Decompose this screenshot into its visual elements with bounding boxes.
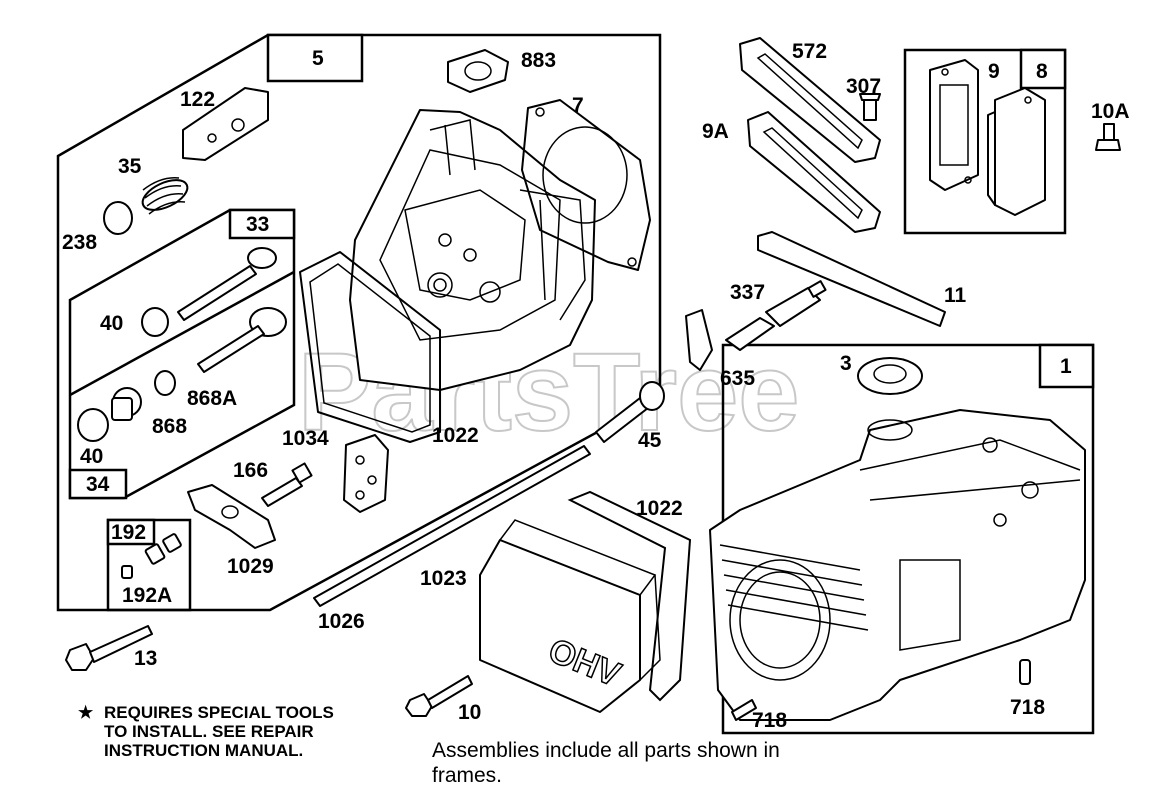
part-1023-valve-cover: OHV — [479, 519, 661, 713]
part-13-bolt — [65, 625, 153, 671]
note-line-2: TO INSTALL. SEE REPAIR — [104, 722, 314, 741]
part-45-push-rod-guide — [595, 381, 665, 443]
part-label-8: 8 — [1036, 60, 1048, 83]
part-cylinder-head — [349, 109, 596, 391]
footer-line-2: frames. — [432, 764, 502, 787]
part-718-dowel-pin-right — [1019, 659, 1031, 685]
part-label-883: 883 — [521, 49, 556, 72]
part-label-35: 35 — [118, 155, 142, 178]
part-label-868: 868 — [152, 415, 187, 438]
part-label-7: 7 — [572, 94, 584, 117]
part-label-33: 33 — [246, 213, 269, 236]
part-label-166: 166 — [233, 459, 268, 482]
part-307-screw — [859, 93, 881, 121]
part-718-dowel-pin-left — [731, 699, 757, 721]
part-1022-cover-gasket — [567, 490, 692, 702]
frame-number-box-34 — [68, 468, 128, 500]
frame-number-box-8 — [1019, 48, 1067, 90]
part-label-9: 9 — [988, 60, 1000, 83]
part-1034-guide-plate — [343, 434, 389, 513]
part-label-1029: 1029 — [227, 555, 274, 578]
part-868A-washer — [154, 370, 176, 396]
part-intake-valve — [197, 307, 287, 373]
frame-breather — [903, 48, 1067, 235]
part-label-34: 34 — [86, 473, 110, 496]
part-label-122: 122 — [180, 88, 215, 111]
part-label-307: 307 — [846, 75, 881, 98]
part-883-gasket — [447, 49, 509, 93]
part-7-head-gasket — [521, 99, 651, 271]
part-122-spacer — [182, 87, 269, 161]
part-10-bolt — [405, 675, 473, 717]
part-1029-rocker-arm — [187, 484, 276, 549]
part-8-breather-cover — [987, 87, 1046, 216]
part-label-40-lower: 40 — [80, 445, 103, 468]
part-1026-push-rod — [313, 445, 591, 607]
part-label-1: 1 — [1060, 355, 1072, 378]
part-label-718-right: 718 — [1010, 696, 1045, 719]
part-10A-screw — [1095, 123, 1121, 151]
part-635-spark-plug-boot — [685, 309, 713, 371]
part-label-1026: 1026 — [318, 610, 365, 633]
part-label-192: 192 — [111, 521, 146, 544]
part-1022-rocker-gasket — [299, 251, 441, 443]
frame-number-box-33 — [228, 208, 296, 240]
part-cylinder-block — [709, 409, 1086, 721]
part-192-fitting — [121, 533, 182, 579]
part-label-868A: 868A — [187, 387, 237, 410]
part-label-10A: 10A — [1091, 100, 1130, 123]
part-3-oil-seal — [857, 357, 923, 395]
part-label-1034: 1034 — [282, 427, 329, 450]
part-40-valve-seal-lower — [77, 408, 109, 442]
part-label-13: 13 — [134, 647, 157, 670]
part-9-breather-gasket — [929, 59, 979, 191]
special-tools-star-icon: ★ — [78, 703, 94, 722]
part-label-1022-cover: 1022 — [636, 497, 683, 520]
part-238-valve-cap — [103, 201, 133, 235]
part-label-337: 337 — [730, 281, 765, 304]
part-35-valve-spring — [141, 177, 189, 215]
part-label-1022-head: 1022 — [432, 424, 479, 447]
part-33-exhaust-valve — [177, 247, 277, 321]
note-line-1: REQUIRES SPECIAL TOOLS — [104, 703, 334, 722]
frame-number-box-192 — [106, 518, 156, 546]
part-label-192A: 192A — [122, 584, 172, 607]
part-label-45: 45 — [638, 429, 662, 452]
part-label-635: 635 — [720, 367, 755, 390]
part-572-gasket — [739, 37, 881, 163]
part-label-1023: 1023 — [420, 567, 467, 590]
part-40-valve-seal-upper — [141, 307, 169, 337]
part-label-238: 238 — [62, 231, 97, 254]
footer-line-1: Assemblies include all parts shown in — [432, 739, 780, 762]
frame-number-box-1 — [1038, 343, 1095, 389]
part-9A-gasket — [747, 111, 881, 233]
valve-frame-divider — [69, 270, 295, 397]
part-166-rocker-stud — [261, 462, 313, 507]
part-label-40-upper: 40 — [100, 312, 123, 335]
part-label-5: 5 — [312, 47, 324, 70]
note-line-3: INSTRUCTION MANUAL. — [104, 741, 303, 760]
part-label-10: 10 — [458, 701, 481, 724]
part-label-718-left: 718 — [752, 709, 787, 732]
part-868-retainer — [111, 387, 142, 421]
part-label-3: 3 — [840, 352, 852, 375]
part-label-9A: 9A — [702, 120, 729, 143]
part-11-breather-tube — [757, 231, 946, 327]
frame-number-box-5 — [266, 33, 364, 83]
part-337-spark-plug — [725, 280, 827, 351]
part-label-572: 572 — [792, 40, 827, 63]
part-label-11: 11 — [944, 284, 967, 307]
